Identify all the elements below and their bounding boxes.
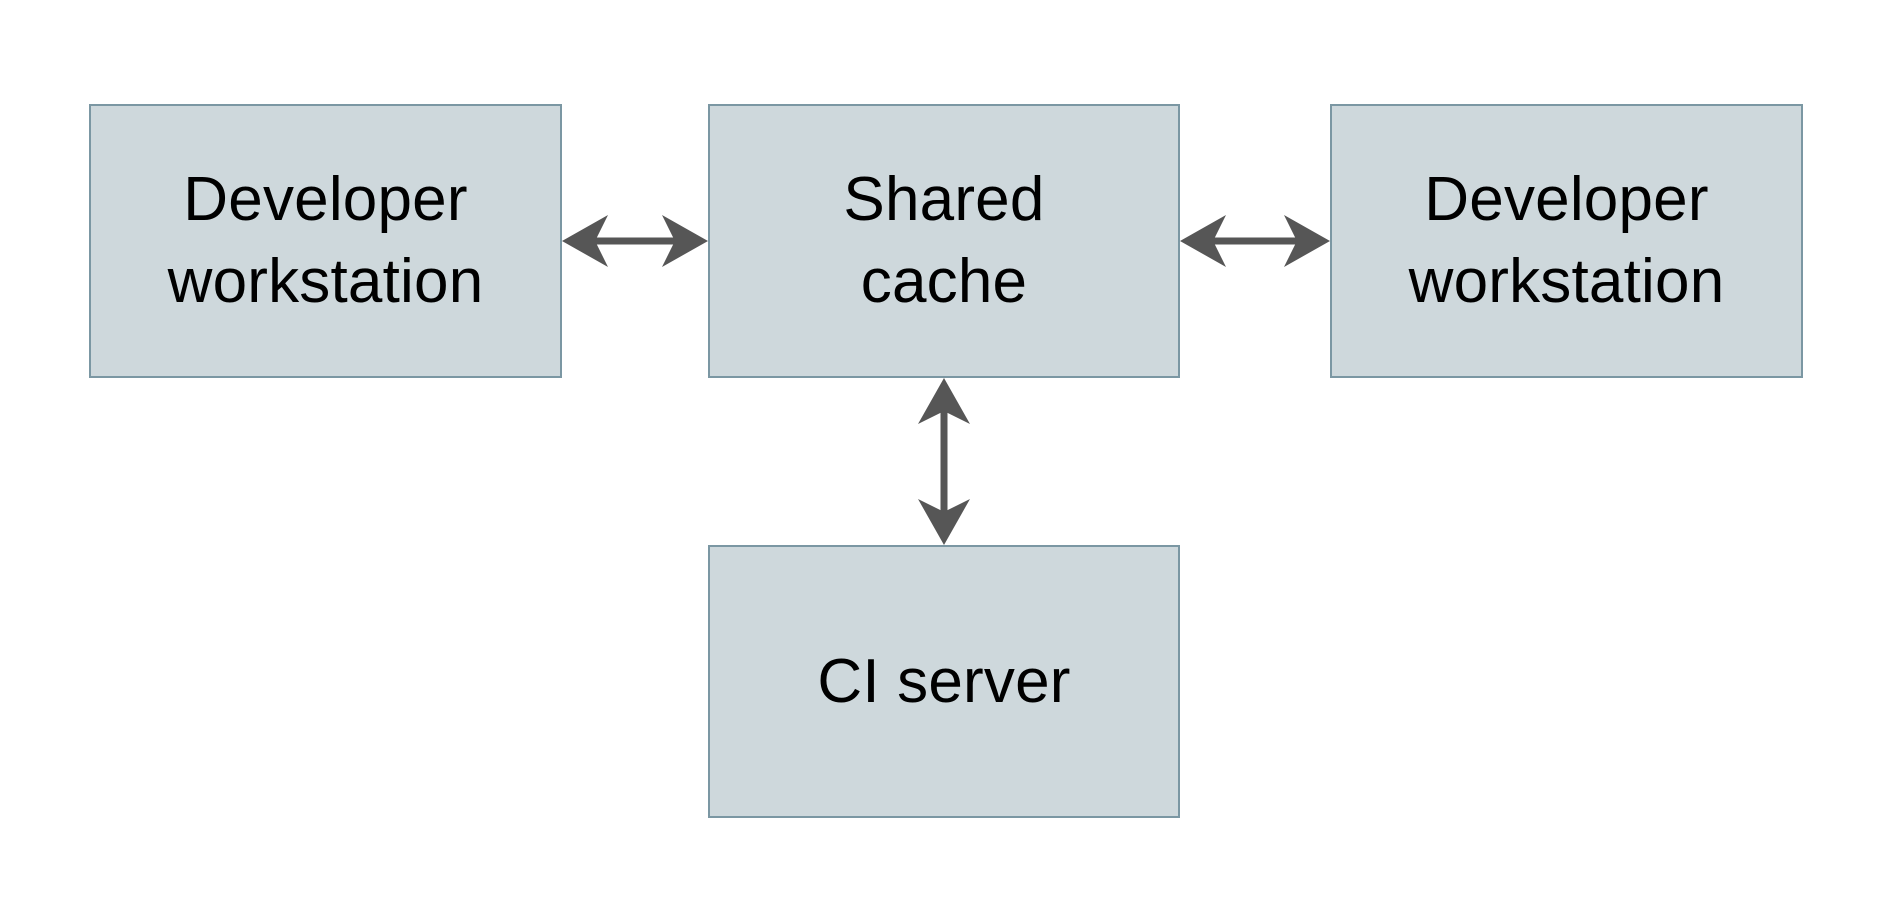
node-label: Shared cache	[843, 165, 1045, 316]
node-label: CI server	[817, 646, 1071, 716]
edge-left-workstation-shared-cache[interactable]	[562, 215, 708, 267]
node-shared-cache[interactable]: Shared cache	[708, 104, 1180, 378]
edge-shared-cache-right-workstation[interactable]	[1180, 215, 1330, 267]
node-developer-workstation-right[interactable]: Developer workstation	[1330, 104, 1803, 378]
node-label: Developer workstation	[167, 165, 484, 316]
edge-shared-cache-ci-server[interactable]	[918, 378, 970, 545]
node-label: Developer workstation	[1408, 165, 1725, 316]
node-ci-server[interactable]: CI server	[708, 545, 1180, 818]
node-developer-workstation-left[interactable]: Developer workstation	[89, 104, 562, 378]
